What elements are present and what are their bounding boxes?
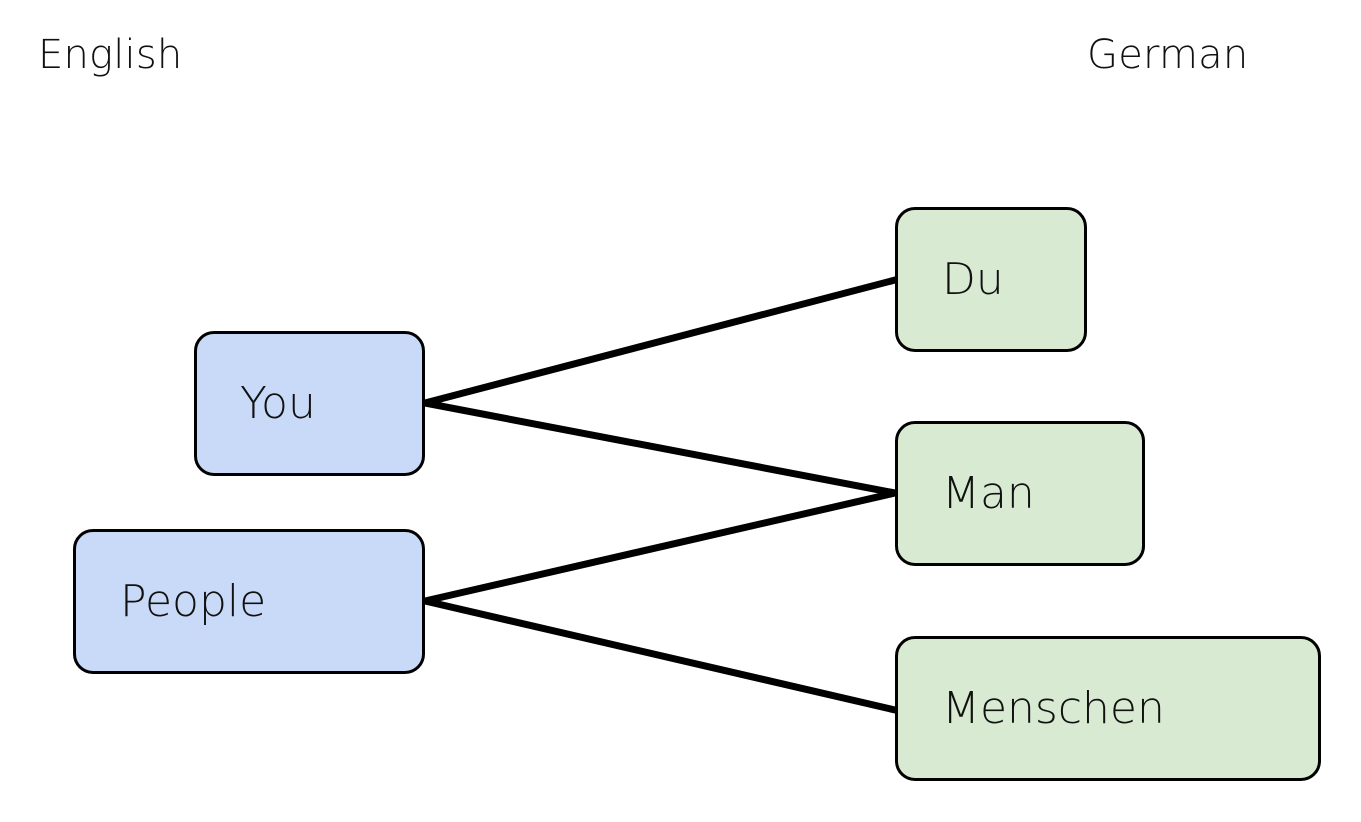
german-header: German — [1087, 32, 1249, 78]
node-you-label: You — [240, 378, 316, 429]
node-menschen-label: Menschen — [942, 683, 1165, 734]
link-people-man — [421, 489, 899, 605]
node-du[interactable]: Du — [895, 207, 1087, 352]
node-you[interactable]: You — [194, 331, 425, 476]
node-people[interactable]: People — [73, 529, 425, 674]
node-people-label: People — [120, 576, 267, 627]
node-menschen[interactable]: Menschen — [895, 636, 1321, 781]
link-people-menschen — [421, 597, 899, 714]
node-man[interactable]: Man — [895, 421, 1145, 566]
node-man-label: Man — [942, 468, 1035, 519]
node-du-label: Du — [942, 254, 1004, 305]
link-you-man — [421, 399, 899, 497]
link-you-du — [421, 276, 899, 407]
english-header: English — [38, 32, 183, 78]
